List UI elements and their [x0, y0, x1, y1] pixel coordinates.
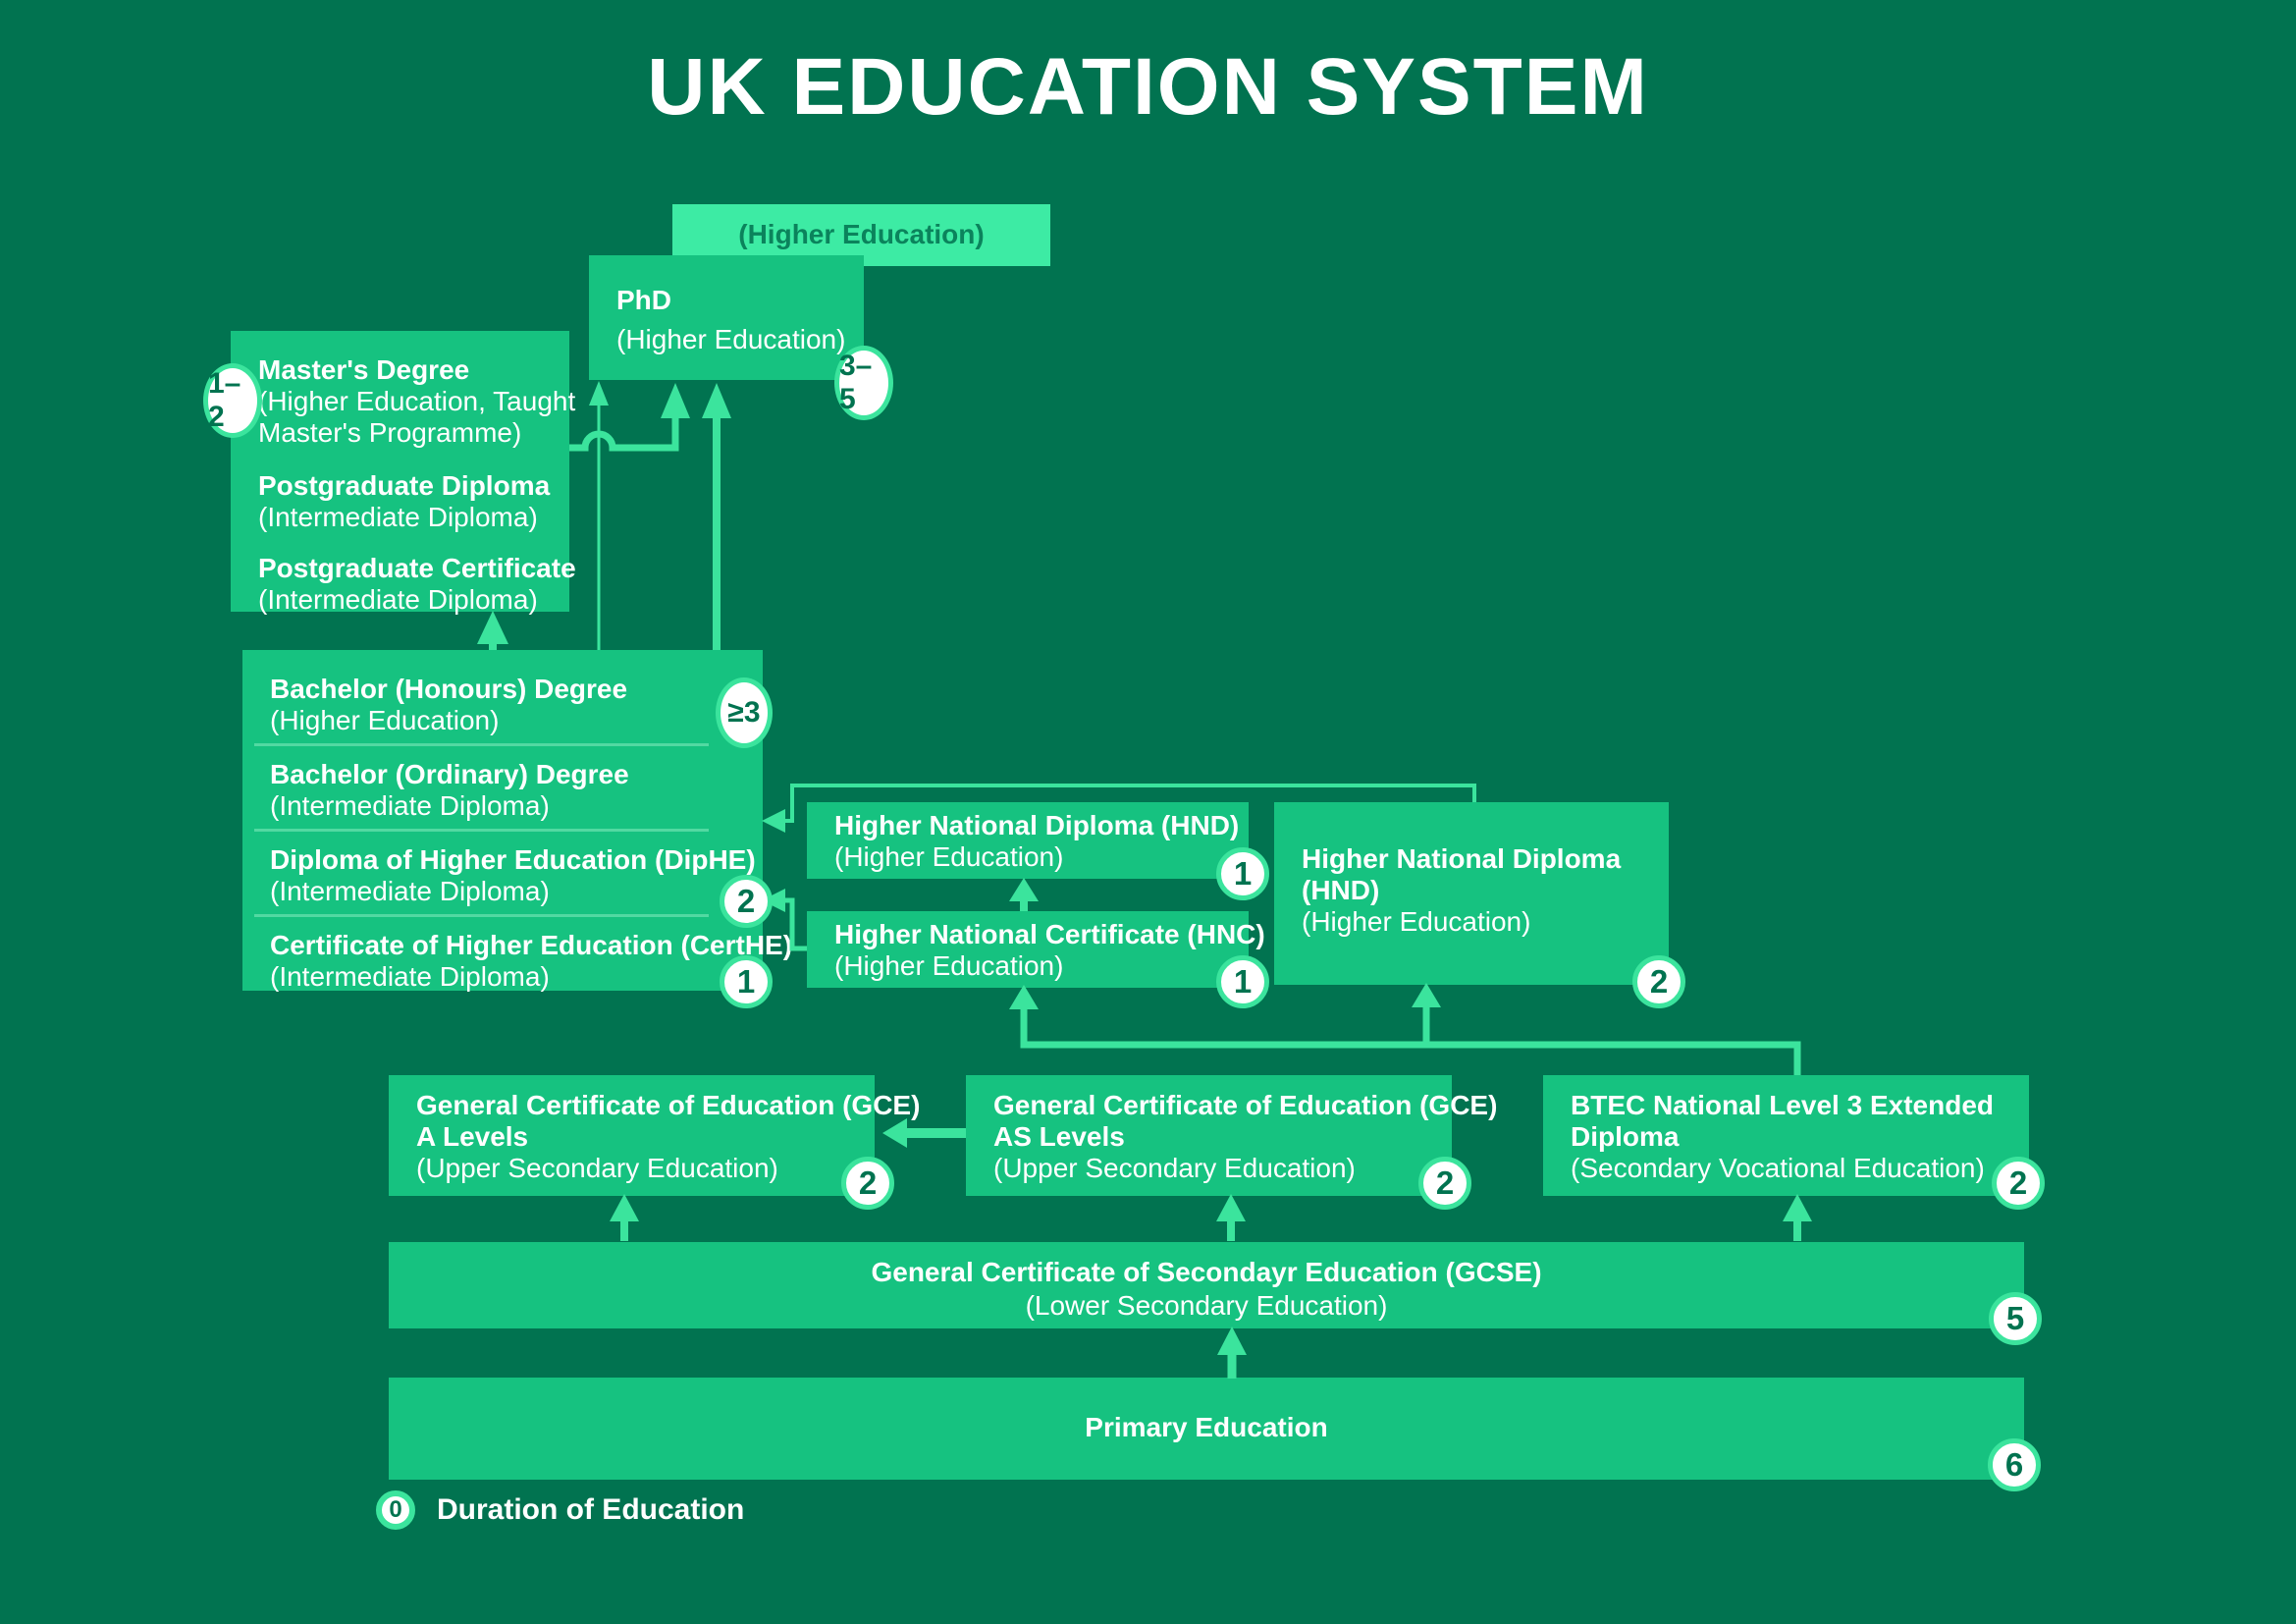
node-text-line: BTEC National Level 3 Extended [1571, 1090, 1994, 1120]
node-gce-a-levels: General Certificate of Education (GCE)A … [389, 1075, 921, 1196]
legend: 0 Duration of Education [376, 1490, 744, 1530]
arrowhead-icon [661, 383, 690, 418]
node-text-line: Bachelor (Honours) Degree [270, 674, 628, 704]
arrowhead-icon [1216, 1194, 1246, 1221]
node-text-line: (HND) [1302, 875, 1380, 905]
duration-badge: 5 [1989, 1292, 2042, 1345]
node-text-line: (Lower Secondary Education) [1025, 1290, 1388, 1321]
connector-bachelor-to-phd-right [702, 383, 731, 650]
node-text-line: General Certificate of Education (GCE) [993, 1090, 1498, 1120]
legend-label: Duration of Education [437, 1493, 745, 1526]
node-text-line: PhD [616, 285, 671, 315]
node-text-line: Diploma of Higher Education (DipHE) [270, 844, 756, 875]
node-hnd-2: Higher National Diploma(HND)(Higher Educ… [1274, 802, 1669, 985]
node-text-line: Primary Education [1085, 1412, 1328, 1442]
arrowhead-icon [1412, 983, 1441, 1007]
duration-badge: 2 [1418, 1157, 1471, 1210]
arrowhead-icon [1009, 878, 1039, 901]
arrowhead-icon [762, 809, 785, 833]
node-text-line: (Higher Education) [834, 841, 1064, 872]
node-text-line: (Higher Education) [616, 324, 846, 354]
duration-badge: 2 [1992, 1157, 2045, 1210]
node-text-line: AS Levels [993, 1121, 1125, 1152]
row-separator [254, 829, 709, 832]
arrowhead-icon [702, 383, 731, 418]
node-text-line: (Intermediate Diploma) [270, 961, 550, 992]
duration-badge: ≥3 [716, 677, 773, 748]
node-text-line: (Higher Education) [738, 219, 985, 249]
duration-badge: 1 [1216, 955, 1269, 1008]
duration-badge: 6 [1988, 1438, 2041, 1491]
connector-gcse-to-btec [1783, 1194, 1812, 1241]
page-title: UK EDUCATION SYSTEM [647, 42, 1649, 132]
node-hnc: Higher National Certificate (HNC)(Higher… [807, 911, 1265, 988]
connector-gcse-to-a-levels [610, 1194, 639, 1241]
arrowhead-icon [1009, 985, 1039, 1009]
duration-badge: 2 [1632, 955, 1685, 1008]
node-text-line: (Upper Secondary Education) [993, 1153, 1356, 1183]
node-masters: Master's Degree(Higher Education, Taught… [231, 331, 576, 615]
node-text-line: (Secondary Vocational Education) [1571, 1153, 1985, 1183]
duration-badge: 2 [720, 875, 773, 928]
node-text-line: (Intermediate Diploma) [258, 502, 538, 532]
arrowhead-icon [477, 611, 508, 644]
arrowhead-icon [1783, 1194, 1812, 1221]
connector-bachelor-to-masters [477, 611, 508, 650]
node-text-line: (Higher Education) [834, 950, 1064, 981]
node-phd: PhD (Higher Education) [589, 255, 864, 380]
duration-badge: 1 [1216, 847, 1269, 900]
row-separator [254, 743, 709, 746]
node-text-line: General Certificate of Education (GCE) [416, 1090, 921, 1120]
duration-badge: 1 [720, 955, 773, 1008]
arrowhead-icon [1217, 1326, 1247, 1355]
node-gcse: General Certificate of Secondayr Educati… [389, 1242, 2024, 1328]
node-text-line: Higher National Diploma (HND) [834, 810, 1240, 840]
connector-hnc-to-hnd-1 [1009, 878, 1039, 911]
node-text-line: (Higher Education) [1302, 906, 1531, 937]
row-separator [254, 914, 709, 917]
arrowhead-icon [589, 381, 609, 406]
connector-bachelor-to-phd-left [589, 381, 609, 650]
node-text-line: Diploma [1571, 1121, 1680, 1152]
duration-badge: 1–2 [203, 363, 262, 438]
node-text-line: Higher National Certificate (HNC) [834, 919, 1265, 949]
node-text-line: (Upper Secondary Education) [416, 1153, 778, 1183]
node-text-line: Certificate of Higher Education (CertHE) [270, 930, 793, 960]
node-primary: Primary Education [389, 1378, 2024, 1480]
node-text-line: (Higher Education, Taught [258, 386, 576, 416]
node-text-line: (Intermediate Diploma) [270, 876, 550, 906]
node-text-line: Postgraduate Diploma [258, 470, 551, 501]
node-text-line: (Intermediate Diploma) [270, 790, 550, 821]
duration-badge: 3–5 [834, 346, 893, 420]
arrowhead-icon [610, 1194, 639, 1221]
node-text-line: (Intermediate Diploma) [258, 584, 538, 615]
legend-duration-badge: 0 [376, 1490, 415, 1530]
node-text-line: Master's Programme) [258, 417, 522, 448]
connector-primary-to-gcse [1217, 1326, 1247, 1379]
node-text-line: Bachelor (Ordinary) Degree [270, 759, 629, 789]
connector-as-levels-to-a-levels [882, 1118, 966, 1148]
node-hnd-1: Higher National Diploma (HND)(Higher Edu… [807, 802, 1249, 879]
duration-badge: 2 [841, 1157, 894, 1210]
connector-gcse-to-as-levels [1216, 1194, 1246, 1241]
node-bachelor: Bachelor (Honours) Degree(Higher Educati… [242, 650, 793, 992]
node-gce-as-levels: General Certificate of Education (GCE)AS… [966, 1075, 1498, 1196]
node-text-line: Postgraduate Certificate [258, 553, 576, 583]
connector-masters-to-phd [569, 383, 690, 452]
node-text-line: General Certificate of Secondayr Educati… [871, 1257, 1542, 1287]
node-text-line: (Higher Education) [270, 705, 500, 735]
node-text-line: Master's Degree [258, 354, 470, 385]
node-text-line: A Levels [416, 1121, 529, 1152]
arrowhead-icon [882, 1118, 907, 1148]
connector-btec-to-hnd-2 [1412, 983, 1441, 1045]
node-text-line: Higher National Diploma [1302, 843, 1622, 874]
